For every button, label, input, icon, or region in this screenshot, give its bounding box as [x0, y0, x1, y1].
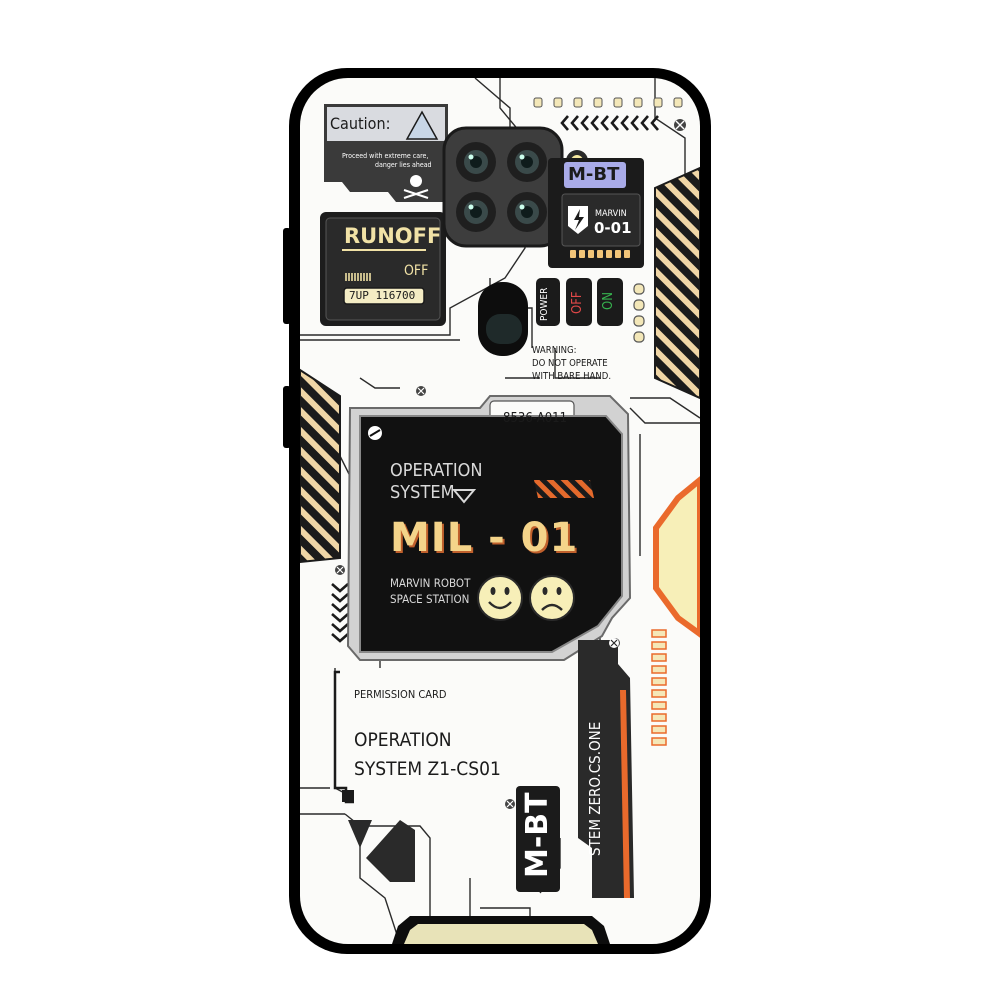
lightning-shield-icon [568, 206, 588, 234]
mbt-name: MARVIN [595, 209, 627, 219]
camera-lens [456, 142, 496, 182]
screw-icon [368, 426, 382, 440]
mbt-badge: M-BT [568, 164, 620, 185]
info-triangle-icon [405, 110, 439, 140]
orange-hexagon [653, 476, 700, 638]
sensor-window [486, 314, 522, 344]
switch-power-label: POWER [539, 287, 550, 321]
permission-line1: OPERATION [354, 729, 452, 751]
smiley-face-icon [477, 575, 523, 621]
permission-bracket [333, 670, 354, 804]
mbt-unit: 0-01 [594, 219, 632, 237]
skull-crossbones-icon [403, 175, 429, 199]
permission-line2: SYSTEM Z1-CS01 [354, 758, 501, 780]
screen-station-line2: SPACE STATION [390, 592, 470, 606]
caution-title: Caution: [330, 114, 391, 133]
power-side-button [283, 386, 291, 448]
screen-model: MIL - 01 [390, 515, 579, 561]
hazard-stripes-right [654, 166, 700, 400]
stem-vertical-text: STEM ZERO.CS.ONE [586, 721, 604, 856]
bottom-logo-block [516, 786, 560, 892]
pad-column-right [633, 283, 645, 343]
mbt-panel [548, 158, 644, 268]
screw-icon [505, 799, 515, 809]
hazard-stripes-left [300, 368, 341, 564]
caution-text-line2: danger lies ahead [375, 161, 432, 169]
switch-panel [536, 278, 623, 326]
camera-lens [456, 192, 496, 232]
pad-column-orange [651, 629, 667, 746]
frowning-face-icon [529, 575, 575, 621]
runoff-code: 7UP 116700 [349, 289, 416, 302]
screw-icon [674, 119, 686, 131]
volume-button [283, 228, 291, 324]
camera-lens [507, 142, 547, 182]
runoff-display [320, 212, 446, 326]
stem-card [578, 638, 634, 898]
pad-row-top [533, 97, 683, 108]
camera-module [442, 126, 564, 248]
bottom-shape [348, 820, 372, 848]
bottom-shape [366, 820, 415, 882]
hazard-stripes-orange [534, 480, 594, 498]
screen-station-line1: MARVIN ROBOT [390, 576, 471, 590]
permission-label: PERMISSION CARD [354, 688, 447, 701]
chevron-row-top [560, 115, 659, 131]
warning-line3: WITH BARE HAND. [532, 371, 612, 382]
warning-line2: DO NOT OPERATE [532, 358, 608, 369]
switch-off-label: OFF [570, 291, 585, 314]
chevron-column-left [331, 583, 349, 643]
triangle-down-icon [451, 489, 477, 504]
bottom-cutout-window [404, 924, 598, 944]
circuit-artwork [300, 78, 700, 944]
screen-serial: 8536-A011 [503, 411, 568, 426]
caution-text-line1: Proceed with extreme care, [342, 152, 429, 160]
screen-os-line1: OPERATION [390, 460, 483, 481]
bottom-logo-text: M-BT [520, 792, 555, 878]
screen-os-line2: SYSTEM [390, 482, 455, 503]
warning-line1: WARNING: [532, 345, 577, 356]
runoff-title: RUNOFF [344, 224, 442, 248]
runoff-state: OFF [404, 263, 429, 279]
screw-icon [335, 565, 345, 575]
case-back-print: Caution: Proceed with extreme care, dang… [300, 78, 700, 944]
permission-marker [342, 790, 354, 802]
screw-icon [416, 386, 426, 396]
camera-lens [507, 192, 547, 232]
caution-sticker [324, 104, 448, 202]
switch-on-label: ON [601, 292, 616, 310]
